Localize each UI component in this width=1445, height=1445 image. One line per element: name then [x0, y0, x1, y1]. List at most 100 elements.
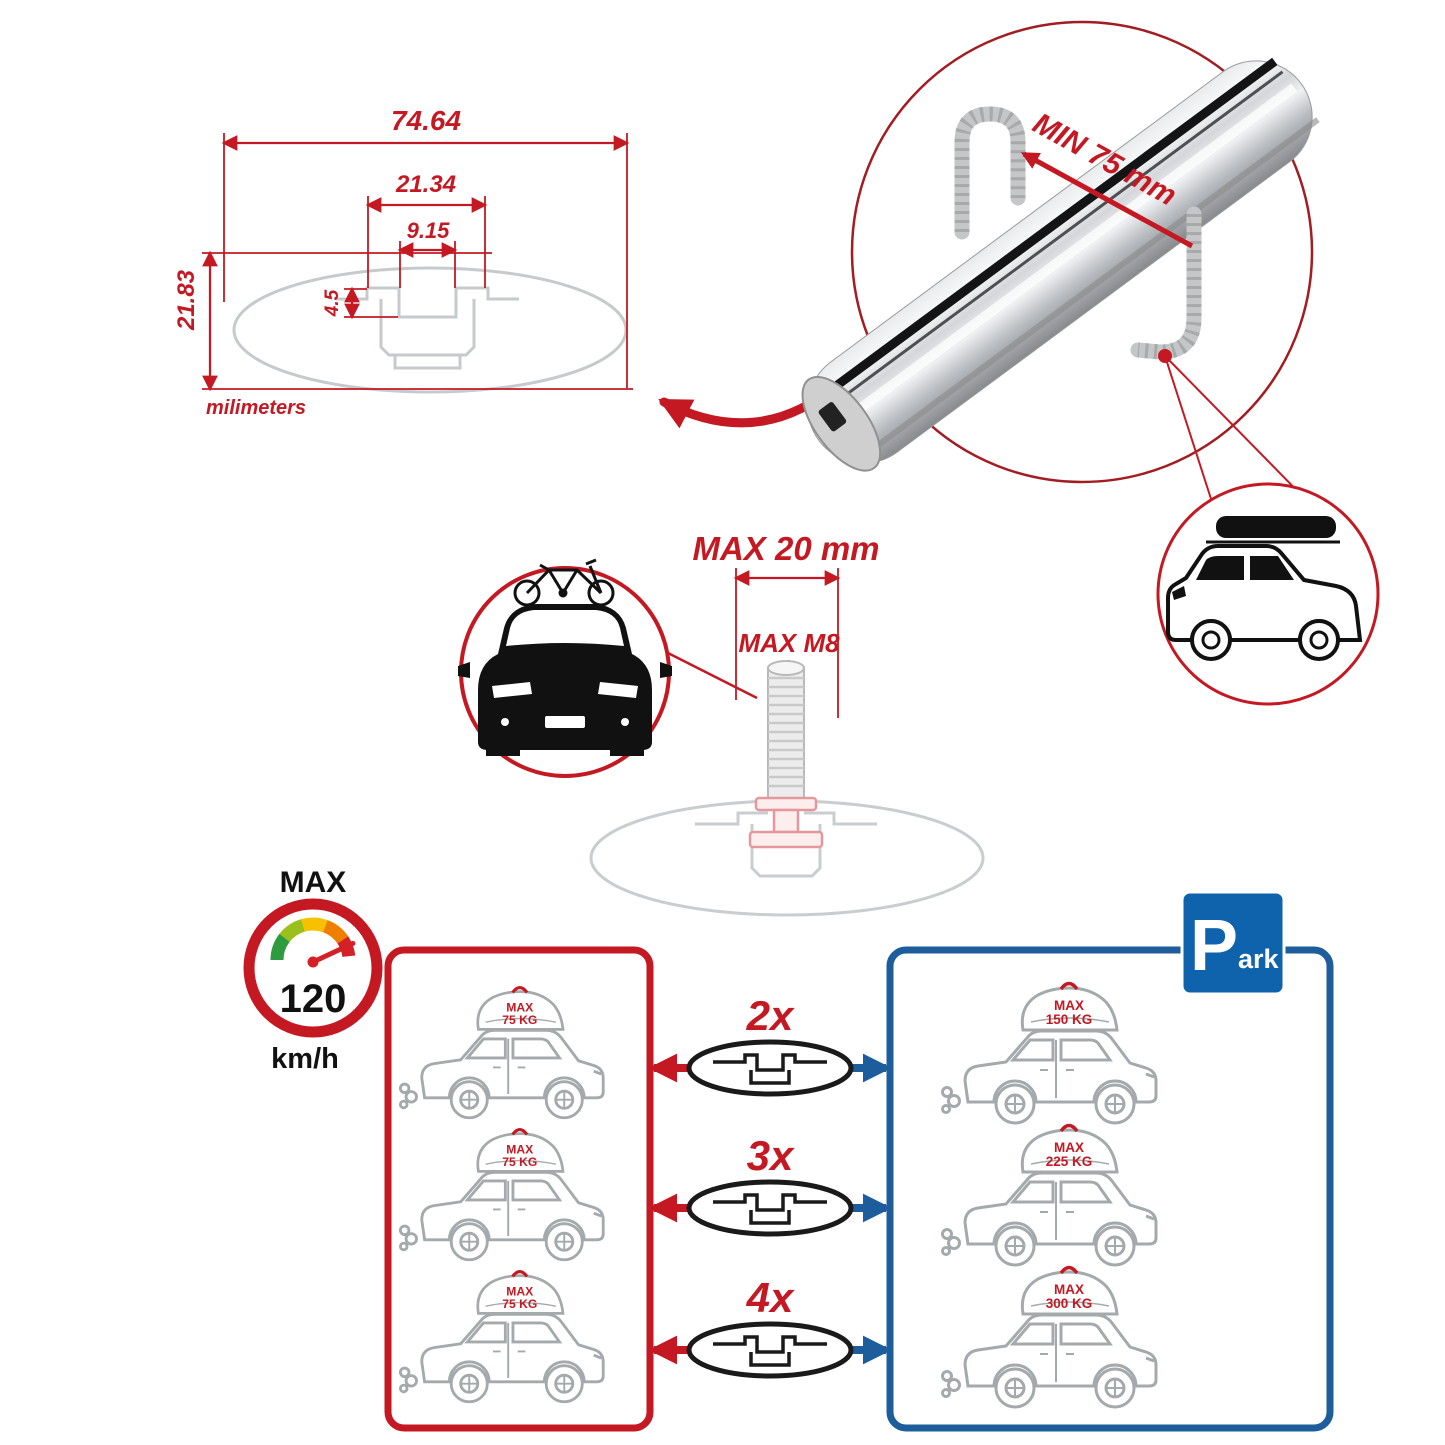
bag-weight-label: 75 KG — [502, 1155, 537, 1169]
bar-end-slot — [818, 402, 847, 432]
roof-bag: MAX 75 KG — [476, 1269, 565, 1315]
bolt-illustration — [748, 660, 824, 849]
dim-total-height-label: 21.83 — [173, 269, 200, 331]
cross-section-spine — [379, 299, 476, 370]
bag-weight-label: 150 KG — [1046, 1012, 1093, 1027]
bar-groove-thin — [815, 70, 1284, 419]
bag-weight-label: 225 KG — [1046, 1154, 1093, 1169]
plate — [545, 716, 585, 728]
red-capacity-box — [384, 946, 654, 1432]
park-sign-letter: P — [1190, 906, 1238, 986]
car-window-rear — [1250, 556, 1294, 580]
dim-slot-depth-label: 4.5 — [322, 289, 343, 317]
headlights — [492, 682, 638, 698]
wheel — [1298, 619, 1340, 661]
capacity-car-right-1: MAX 150 KG — [941, 981, 1158, 1125]
bolt-cross-section-spine — [750, 824, 822, 878]
bike-icon — [513, 558, 615, 607]
multiplier-row-2: 3x — [648, 1132, 892, 1234]
park-sign-board — [1180, 890, 1286, 996]
bolt-diagram: MAX 20 mm MAX M8 — [458, 530, 985, 917]
bar-render: MIN 75 mm — [801, 20, 1380, 706]
multiplier-label: 4x — [746, 1274, 795, 1321]
bag-max-label: MAX — [1054, 1140, 1084, 1155]
bolt-neck — [772, 808, 800, 834]
dim-slot-outer: 21.34 — [365, 171, 488, 288]
bag-max-label: MAX — [506, 1142, 533, 1156]
bar-highlight — [824, 83, 1298, 437]
capacity-car-right-3: MAX 300 KG — [941, 1265, 1158, 1409]
aluminum-bar — [801, 57, 1320, 472]
park-sign-suffix: ark — [1238, 944, 1280, 974]
roof-bag: MAX 150 KG — [1020, 981, 1119, 1032]
headlight — [1172, 586, 1186, 600]
multiplier-row-1: 2x — [648, 992, 892, 1094]
min-clamp-arrow — [1020, 151, 1194, 249]
max-length-label: MAX 20 mm — [692, 530, 879, 567]
roof-bag: MAX 300 KG — [1020, 1265, 1119, 1316]
dim-total-height-ext — [202, 252, 633, 390]
dim-total-width-ext — [223, 133, 628, 388]
car-window-front — [1196, 556, 1244, 580]
bolt-cross-section-channel — [695, 811, 877, 826]
bag-weight-label: 300 KG — [1046, 1296, 1093, 1311]
dim-total-width-label: 74.64 — [391, 105, 461, 136]
dim-total-width: 74.64 — [221, 105, 630, 388]
speed-units: km/h — [271, 1043, 339, 1075]
capacity-car-left-1: MAX 75 KG — [398, 985, 605, 1120]
bar-slot-groove — [805, 57, 1278, 410]
dim-slot-inner-ext — [399, 241, 456, 288]
capacity-car-left-3: MAX 75 KG — [398, 1269, 605, 1404]
multiplier-label: 2x — [746, 992, 795, 1039]
roof-bag: MAX 225 KG — [1020, 1123, 1119, 1174]
car-with-roofbox-icon — [1166, 516, 1363, 661]
cross-section-channel — [336, 286, 519, 319]
dim-slot-inner-label: 9.15 — [407, 218, 451, 243]
bag-max-label: MAX — [1054, 998, 1084, 1013]
speed-value: 120 — [280, 977, 347, 1021]
multiplier-row-3: 4x — [648, 1274, 892, 1376]
speed-gauge — [270, 917, 356, 961]
bag-weight-label: 75 KG — [502, 1297, 537, 1311]
units-label: milimeters — [206, 397, 306, 419]
bag-max-label: MAX — [506, 1284, 533, 1298]
max-thread-label: MAX M8 — [738, 628, 840, 658]
speed-max-label: MAX — [280, 866, 347, 899]
bolt-top — [767, 660, 805, 676]
dim-total-height: 21.83 — [173, 250, 633, 392]
bar-cross-section-icon — [689, 1042, 851, 1094]
dim-slot-depth-ext — [344, 288, 398, 318]
gauge-needle — [310, 940, 356, 965]
cross-section-ellipse — [232, 266, 628, 394]
wheel — [1190, 619, 1232, 661]
dim-slot-outer-ext — [367, 196, 486, 288]
bag-weight-label: 75 KG — [502, 1013, 537, 1027]
bolt-flange — [754, 796, 818, 812]
capacity-car-right-2: MAX 225 KG — [941, 1123, 1158, 1267]
bar-shading — [849, 117, 1320, 468]
roof-bag: MAX 75 KG — [476, 985, 565, 1031]
car-front-icon — [458, 604, 672, 756]
roof-box — [1216, 516, 1336, 538]
u-bolt-rear — [954, 106, 1026, 240]
bar-cross-section-icon — [689, 1182, 851, 1234]
bag-max-label: MAX — [1054, 1282, 1084, 1297]
speedometer: MAX 120 km/h — [243, 866, 383, 1075]
park-sign: P ark — [1180, 890, 1286, 996]
max-length-ext-lines — [735, 568, 839, 718]
gauge-hub — [307, 956, 319, 968]
blue-capacity-box — [886, 946, 1334, 1432]
bag-max-label: MAX — [506, 1000, 533, 1014]
car-front-leader — [661, 648, 758, 700]
roof-bag: MAX 75 KG — [476, 1127, 565, 1173]
bar-cross-section-icon — [689, 1324, 851, 1376]
bar-render-circle — [850, 20, 1314, 484]
bolt-threads — [768, 676, 804, 788]
windshield — [506, 610, 624, 646]
multiplier-label: 3x — [747, 1132, 795, 1179]
bolt-t-foot — [748, 830, 824, 849]
dim-slot-depth: 4.5 — [322, 286, 398, 320]
dim-slot-outer-label: 21.34 — [395, 171, 456, 198]
